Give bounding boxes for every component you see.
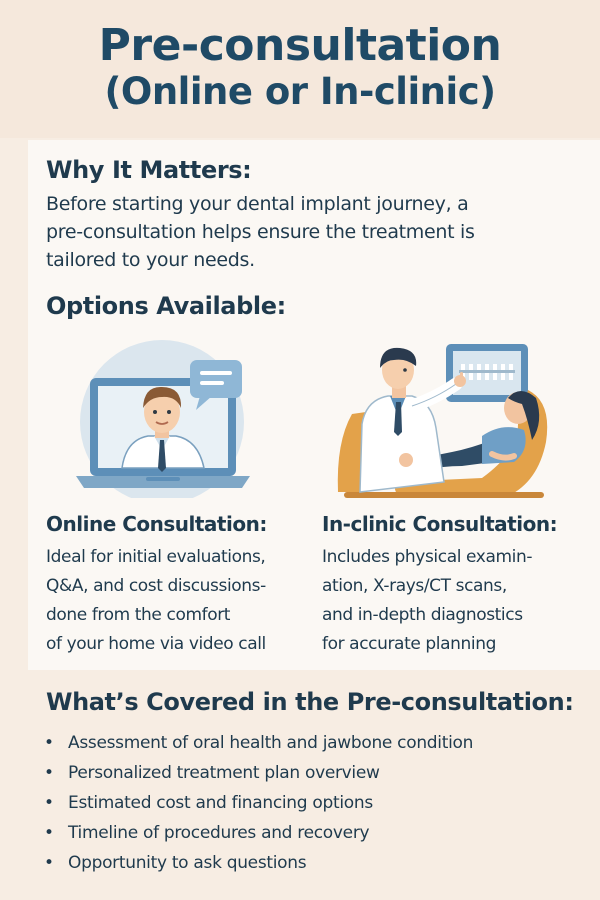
online-consultation-title: Online Consultation: xyxy=(46,512,267,536)
online-desc-line: Q&A, and cost discussions- xyxy=(46,576,266,596)
inclinic-consultation-title: In-clinic Consultation: xyxy=(322,512,558,536)
inclinic-desc-line: and in-depth diagnostics xyxy=(322,605,523,625)
covered-heading: What’s Covered in the Pre-consultation: xyxy=(46,688,574,716)
list-item: • Assessment of oral health and jawbone c… xyxy=(44,728,473,758)
title-line-1: Pre-consultation xyxy=(98,20,502,71)
bullet-icon: • xyxy=(44,853,54,873)
why-text-line: Before starting your dental implant jour… xyxy=(46,193,469,215)
list-item: • Personalized treatment plan overview xyxy=(44,758,473,788)
page-title: Pre-consultation (Online or In-clinic) xyxy=(0,0,600,114)
list-item-text: Assessment of oral health and jawbone co… xyxy=(68,733,474,753)
options-heading: Options Available: xyxy=(46,292,286,320)
list-item-text: Timeline of procedures and recovery xyxy=(68,823,370,843)
dentist-with-patient-in-chair-icon xyxy=(337,344,548,498)
doctor-on-laptop-video-call-icon xyxy=(76,340,250,498)
bullet-icon: • xyxy=(44,823,54,843)
why-text-line: tailored to your needs. xyxy=(46,249,255,271)
online-desc-line: done from the comfort xyxy=(46,605,231,625)
covered-list: • Assessment of oral health and jawbone c… xyxy=(44,728,473,878)
list-item-text: Personalized treatment plan overview xyxy=(68,763,380,783)
inclinic-desc-line: Includes physical examin- xyxy=(322,547,533,567)
inclinic-consultation-description: Includes physical examin- ation, X-rays/… xyxy=(322,543,590,659)
list-item-text: Opportunity to ask questions xyxy=(68,853,307,873)
list-item: • Estimated cost and financing options xyxy=(44,788,473,818)
why-heading: Why It Matters: xyxy=(46,156,252,184)
online-consultation-description: Ideal for initial evaluations, Q&A, and … xyxy=(46,543,314,659)
why-text: Before starting your dental implant jour… xyxy=(46,190,475,274)
header-banner: Pre-consultation (Online or In-clinic) xyxy=(0,0,600,138)
online-desc-line: Ideal for initial evaluations, xyxy=(46,547,266,567)
bullet-icon: • xyxy=(44,763,54,783)
bullet-icon: • xyxy=(44,733,54,753)
list-item: • Opportunity to ask questions xyxy=(44,848,473,878)
bullet-icon: • xyxy=(44,793,54,813)
list-item-text: Estimated cost and financing options xyxy=(68,793,373,813)
list-item: • Timeline of procedures and recovery xyxy=(44,818,473,848)
inclinic-desc-line: for accurate planning xyxy=(322,634,496,654)
inclinic-desc-line: ation, X-rays/CT scans, xyxy=(322,576,507,596)
why-text-line: pre-consultation helps ensure the treatm… xyxy=(46,221,475,243)
online-desc-line: of your home via video call xyxy=(46,634,266,654)
title-line-2: (Online or In-clinic) xyxy=(104,70,496,113)
